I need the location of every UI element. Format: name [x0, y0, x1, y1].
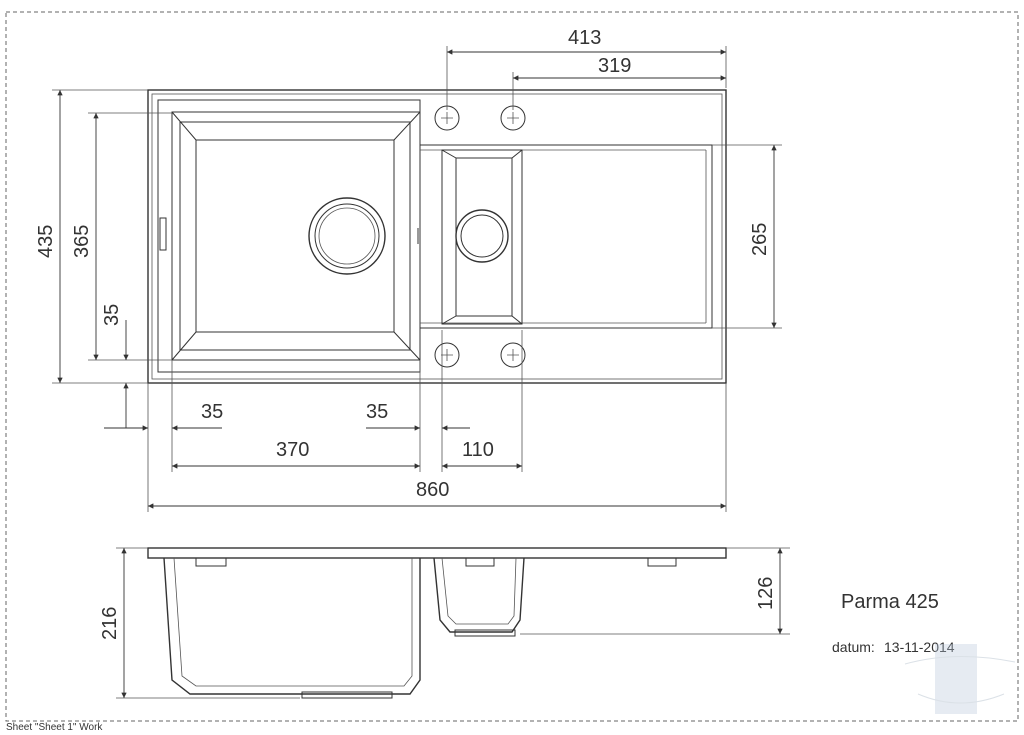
dim-413: 413 — [568, 27, 601, 49]
dim-126: 126 — [755, 577, 777, 610]
logo-watermark-icon — [904, 644, 1016, 714]
dim-319: 319 — [598, 55, 631, 77]
dim-265: 265 — [749, 223, 771, 256]
date-value: 13-11-2014 — [884, 639, 955, 655]
side-view: 216 126 — [99, 547, 790, 699]
dim-35-right: 35 — [366, 401, 388, 423]
sheet-label: Sheet "Sheet 1" Work — [6, 722, 103, 733]
small-drain — [455, 209, 509, 263]
dim-860: 860 — [416, 479, 449, 501]
dim-35-left: 35 — [201, 401, 223, 423]
dim-435: 435 — [35, 225, 57, 258]
tap-holes — [434, 105, 526, 368]
dim-110: 110 — [462, 439, 494, 461]
dim-216: 216 — [99, 607, 121, 640]
date-label: datum: — [832, 639, 875, 655]
main-bowl — [157, 99, 421, 373]
sheet-frame — [5, 11, 1019, 722]
product-title: Parma 425 — [841, 591, 939, 613]
dim-370: 370 — [276, 439, 309, 461]
sink-outline — [147, 89, 727, 384]
main-drain — [308, 197, 386, 275]
small-bowl — [420, 144, 713, 329]
dim-365: 365 — [71, 225, 93, 258]
top-view: 413 319 435 365 35 265 35 35 370 110 860 — [35, 27, 782, 512]
dim-35-vertical: 35 — [101, 304, 123, 326]
